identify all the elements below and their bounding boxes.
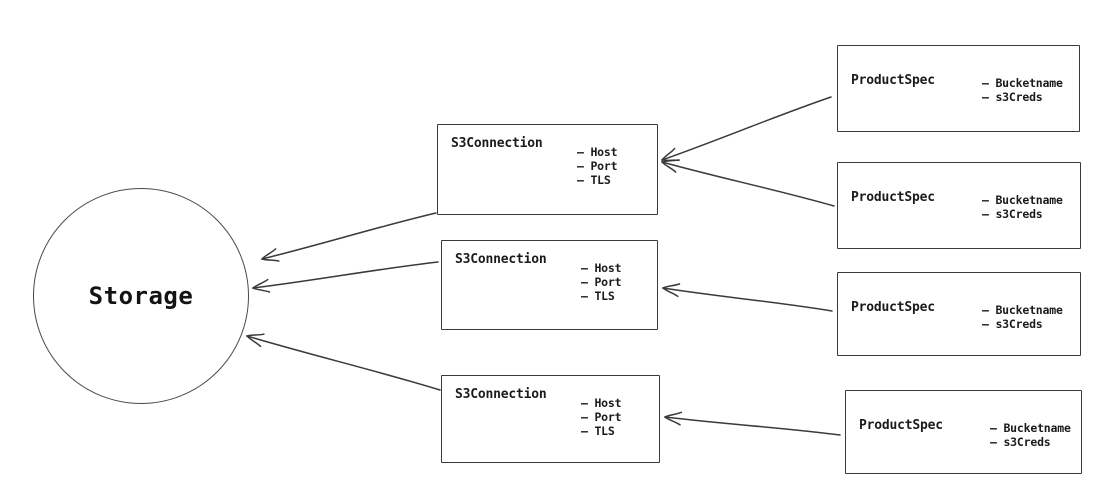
s3-connection-field: – Port: [581, 410, 622, 424]
s3-connection-field: – TLS: [581, 424, 615, 438]
s3-connection-node[interactable]: [437, 124, 658, 215]
s3-connection-field: – Host: [581, 396, 622, 410]
s3-connection-node[interactable]: [441, 375, 660, 463]
product-spec-field: – s3Creds: [982, 317, 1043, 331]
product-spec-field: – s3Creds: [990, 435, 1051, 449]
product-spec-field: – s3Creds: [982, 90, 1043, 104]
product-spec-title: ProductSpec: [851, 73, 935, 88]
product-spec-field-list: – Bucketname– s3Creds: [982, 303, 1063, 331]
product-spec-field: – Bucketname: [990, 421, 1071, 435]
s3-connection-title: S3Connection: [451, 136, 543, 151]
s3-connection-field: – Host: [581, 261, 622, 275]
spec-4-to-connection-3: [664, 411, 841, 436]
spec-1-to-connection-1: [661, 96, 832, 162]
product-spec-field-list: – Bucketname– s3Creds: [982, 193, 1063, 221]
spec-2-to-connection-1: [661, 159, 835, 207]
s3-connection-field-list: – Host– Port– TLS: [581, 396, 622, 438]
s3-connection-node[interactable]: [441, 240, 658, 330]
s3-connection-field: – Host: [577, 145, 618, 159]
s3-connection-field: – Port: [581, 275, 622, 289]
product-spec-field: – s3Creds: [982, 207, 1043, 221]
s3-connection-field: – TLS: [581, 289, 615, 303]
connection-1-to-storage: [261, 212, 437, 262]
product-spec-node[interactable]: [845, 390, 1082, 474]
storage-node[interactable]: [33, 188, 249, 404]
s3-connection-field-list: – Host– Port– TLS: [577, 145, 618, 187]
spec-3-to-connection-2: [662, 283, 833, 312]
s3-connection-title: S3Connection: [455, 252, 547, 267]
connection-3-to-storage: [246, 333, 441, 391]
connection-2-to-storage: [252, 261, 439, 293]
s3-connection-title: S3Connection: [455, 387, 547, 402]
product-spec-field: – Bucketname: [982, 193, 1063, 207]
product-spec-field-list: – Bucketname– s3Creds: [982, 76, 1063, 104]
product-spec-node[interactable]: [837, 272, 1081, 356]
s3-connection-field-list: – Host– Port– TLS: [581, 261, 622, 303]
product-spec-field-list: – Bucketname– s3Creds: [990, 421, 1071, 449]
product-spec-title: ProductSpec: [851, 300, 935, 315]
product-spec-field: – Bucketname: [982, 303, 1063, 317]
product-spec-node[interactable]: [837, 45, 1080, 132]
product-spec-title: ProductSpec: [851, 190, 935, 205]
product-spec-node[interactable]: [837, 162, 1081, 249]
s3-connection-field: – Port: [577, 159, 618, 173]
storage-label: Storage: [88, 282, 194, 310]
s3-connection-field: – TLS: [577, 173, 611, 187]
product-spec-field: – Bucketname: [982, 76, 1063, 90]
product-spec-title: ProductSpec: [859, 418, 943, 433]
